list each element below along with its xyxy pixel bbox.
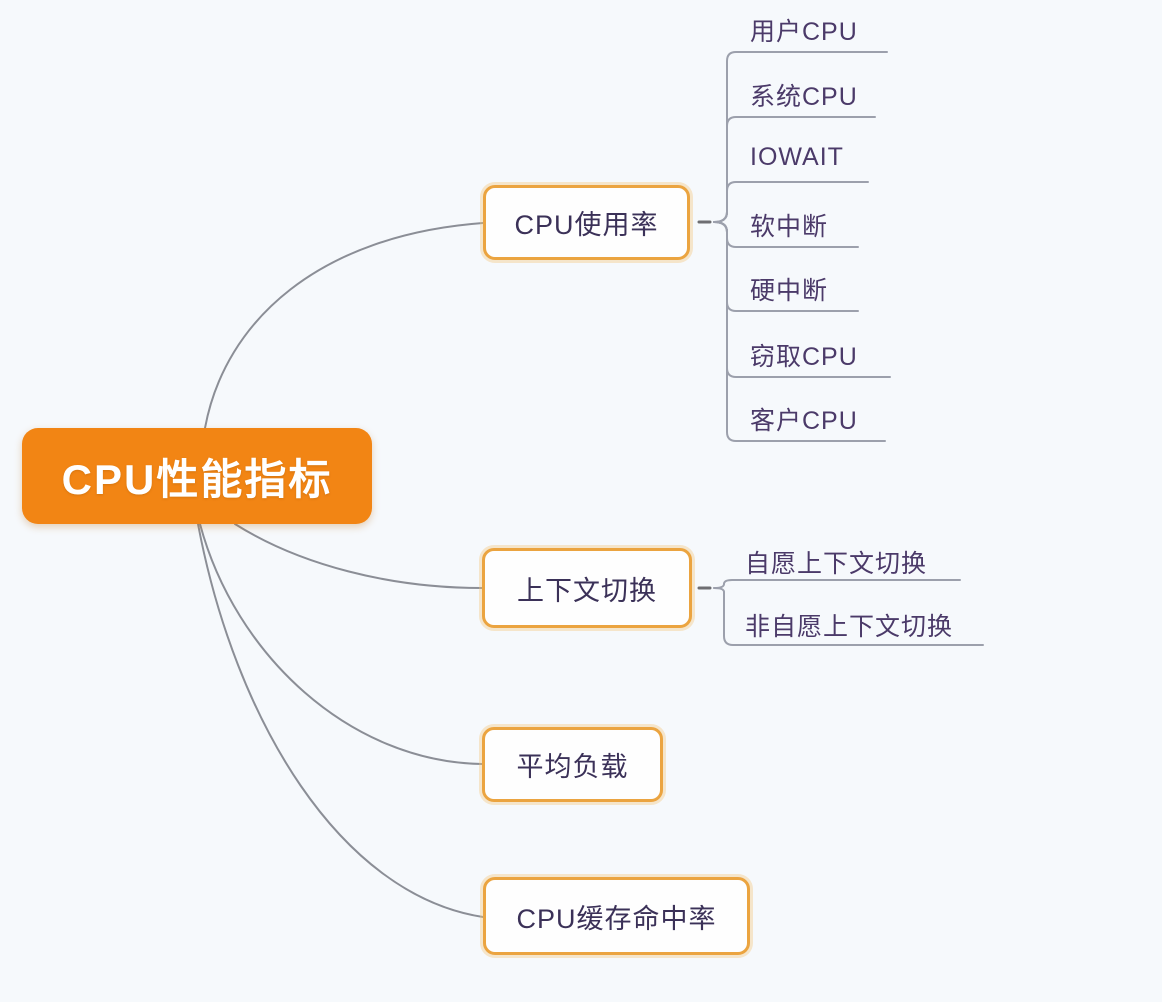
root-node[interactable]: CPU性能指标 [22, 428, 372, 524]
branch-node-cache-hit-rate-label: CPU缓存命中率 [516, 903, 717, 934]
leaf-node-system-cpu[interactable]: 系统CPU [750, 83, 858, 111]
branch-node-cpu-usage-label: CPU使用率 [514, 210, 659, 240]
branch-node-context-switch-label: 上下文切换 [517, 575, 657, 606]
branch-node-context-switch[interactable]: 上下文切换 [482, 548, 692, 628]
leaf-node-iowait[interactable]: IOWAIT [750, 143, 844, 171]
leaf-node-guest-cpu[interactable]: 客户CPU [750, 407, 858, 435]
connector-leaf-voluntary-cs [713, 579, 961, 589]
branch-node-cache-hit-rate[interactable]: CPU缓存命中率 [483, 877, 750, 955]
connector-root-to-load-average [199, 523, 483, 765]
connector-root-to-cache-hit [197, 523, 484, 918]
leaf-node-involuntary-context-switch[interactable]: 非自愿上下文切换 [745, 613, 954, 641]
branch-node-cpu-usage[interactable]: CPU使用率 [483, 185, 690, 260]
branch-node-load-average[interactable]: 平均负载 [482, 727, 663, 802]
leaf-node-hardirq[interactable]: 硬中断 [750, 277, 829, 305]
leaf-node-softirq[interactable]: 软中断 [750, 213, 829, 241]
leaf-node-user-cpu[interactable]: 用户CPU [750, 18, 858, 46]
connector-root-to-context-switch [234, 523, 483, 589]
leaf-node-voluntary-context-switch[interactable]: 自愿上下文切换 [745, 550, 928, 578]
root-node-label: CPU性能指标 [61, 455, 333, 503]
connector-root-to-cpu-usage [204, 222, 484, 429]
branch-node-load-average-label: 平均负载 [516, 752, 629, 782]
leaf-node-steal-cpu[interactable]: 窃取CPU [750, 343, 858, 371]
